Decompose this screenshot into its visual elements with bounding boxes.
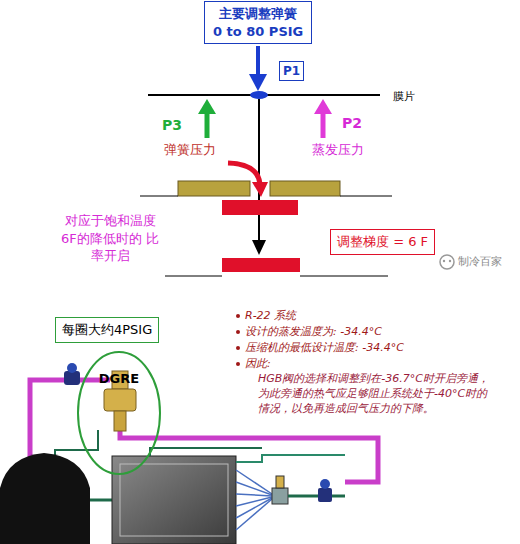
liquid-line xyxy=(288,495,345,498)
expansion-valve xyxy=(272,488,288,504)
pressure-label: P2 xyxy=(342,115,362,132)
gradient-box: 调整梯度 = 6 F xyxy=(330,229,435,255)
node-text: DGRE xyxy=(76,370,162,388)
node-text: 主要调整弹簧 xyxy=(213,5,303,23)
valve-seat xyxy=(270,181,340,196)
note-paragraph: HGB阀的选择和调整到在-36.7°C时开启旁通，为此旁通的热气应足够阻止系统处… xyxy=(258,372,490,417)
dgre-valve-outlet xyxy=(114,411,126,431)
valve-seat xyxy=(178,181,250,196)
note-text: 对应于饱和温度 6F的降低时的 比率开启 xyxy=(61,212,159,265)
node-text: 每圈大约4PSIG xyxy=(62,321,152,339)
arrow-head xyxy=(314,99,332,114)
tube xyxy=(236,494,272,496)
part-label: 膜片 xyxy=(393,90,415,103)
watermark-icon xyxy=(443,260,445,262)
node-text: P1 xyxy=(283,63,300,79)
suction-line xyxy=(150,448,262,456)
expansion-valve-top xyxy=(276,476,284,488)
watermark-icon xyxy=(440,255,454,269)
spring-pressure-arrow xyxy=(205,112,210,138)
body-line xyxy=(300,276,388,277)
tube xyxy=(236,482,272,495)
valve-ellipse: DGRE xyxy=(76,350,162,476)
node-text: 调整梯度 = 6 F xyxy=(337,233,428,251)
watermark: 制冷百家 xyxy=(458,255,502,268)
bullet-text: R-22 系统 xyxy=(245,309,296,322)
hot-gas-pipe xyxy=(30,380,110,462)
arrow-head xyxy=(252,182,268,197)
bullet-text: 压缩机的最低设计温度: -34.4°C xyxy=(245,341,404,354)
bullet-text: 因此: xyxy=(245,357,271,370)
pressure-label: P3 xyxy=(162,117,182,134)
solenoid-valve xyxy=(64,371,80,385)
bullet xyxy=(236,314,240,318)
arrow-head xyxy=(198,99,216,114)
bullet xyxy=(236,330,240,334)
ellipse-outline xyxy=(78,352,160,474)
equalizer-line xyxy=(236,455,345,462)
evaporator-coil xyxy=(120,464,228,536)
node-text: 0 to 80 PSIG xyxy=(213,23,303,41)
arrow-head xyxy=(249,74,267,91)
spring-force-arrow xyxy=(256,46,260,76)
spring-range-box: 主要调整弹簧0 to 80 PSIG xyxy=(204,1,312,44)
bullet xyxy=(236,346,240,350)
turn-setting-box: 每圈大约4PSIG xyxy=(55,317,159,343)
body-line xyxy=(340,196,392,197)
force-label: 蒸发压力 xyxy=(312,142,364,158)
valve-stem xyxy=(258,99,260,242)
valve-plug xyxy=(222,200,298,215)
pressure-tag: P1 xyxy=(279,61,304,81)
solenoid-coil xyxy=(320,479,330,489)
ellipse-outline xyxy=(76,350,162,476)
solenoid-coil xyxy=(67,363,77,373)
body-line xyxy=(140,196,178,197)
evaporator xyxy=(112,456,236,544)
watermark-icon xyxy=(449,260,451,262)
force-label: 弹簧压力 xyxy=(164,142,216,158)
pipe xyxy=(88,499,112,502)
tube xyxy=(236,470,272,494)
bullet-text: 设计的蒸发温度为: -34.4°C xyxy=(245,325,382,338)
compressor xyxy=(0,453,90,544)
distributor-tubes xyxy=(236,470,272,530)
dgre-valve-body xyxy=(104,389,136,411)
solenoid-valve xyxy=(318,488,332,502)
diaphragm-center xyxy=(250,91,268,99)
evaporator-pressure-arrow xyxy=(321,112,326,138)
body-line xyxy=(165,276,222,277)
arrow-head xyxy=(252,240,266,255)
tube xyxy=(236,499,272,530)
valve-plug-open xyxy=(222,258,300,272)
bullet xyxy=(236,362,240,366)
